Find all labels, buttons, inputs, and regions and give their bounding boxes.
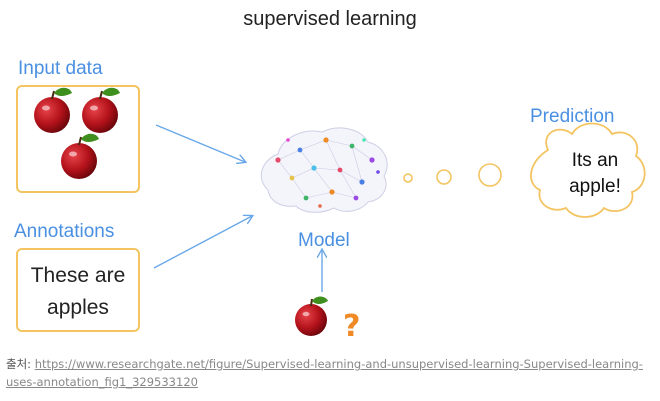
annotations-label: Annotations: [14, 221, 115, 242]
annotations-frame: These are apples: [16, 248, 140, 332]
annotation-line-2: apples: [47, 296, 109, 319]
prediction-label: Prediction: [530, 106, 615, 127]
apple-icon: [34, 87, 72, 133]
apple-icon: [82, 87, 120, 133]
apple-icon: [61, 133, 99, 179]
prediction-line-1: Its an: [571, 150, 619, 171]
prediction-cloud: [530, 122, 646, 218]
thought-bubble-large: [478, 163, 502, 187]
prediction-text: Its an apple!: [540, 148, 650, 200]
input-arrow: [155, 124, 245, 162]
annotation-line-1: These are: [30, 264, 126, 287]
thought-bubble-medium: [436, 169, 452, 185]
brain-network-icon: [260, 127, 388, 213]
source-link[interactable]: https://www.researchgate.net/figure/Supe…: [6, 357, 643, 389]
input-data-label: Input data: [18, 58, 103, 79]
source-caption: 출처: https://www.researchgate.net/figure/…: [6, 355, 656, 391]
test-apple-icon: [295, 296, 328, 336]
source-prefix: 출처:: [6, 357, 35, 371]
question-mark-icon: ?: [343, 309, 360, 344]
thought-bubble-small: [403, 173, 413, 183]
annotation-text: These are apples: [18, 260, 138, 324]
prediction-line-2: apple!: [569, 176, 621, 197]
model-label: Model: [298, 230, 350, 251]
diagram-title: supervised learning: [243, 8, 417, 30]
annotation-arrow: [153, 216, 252, 269]
